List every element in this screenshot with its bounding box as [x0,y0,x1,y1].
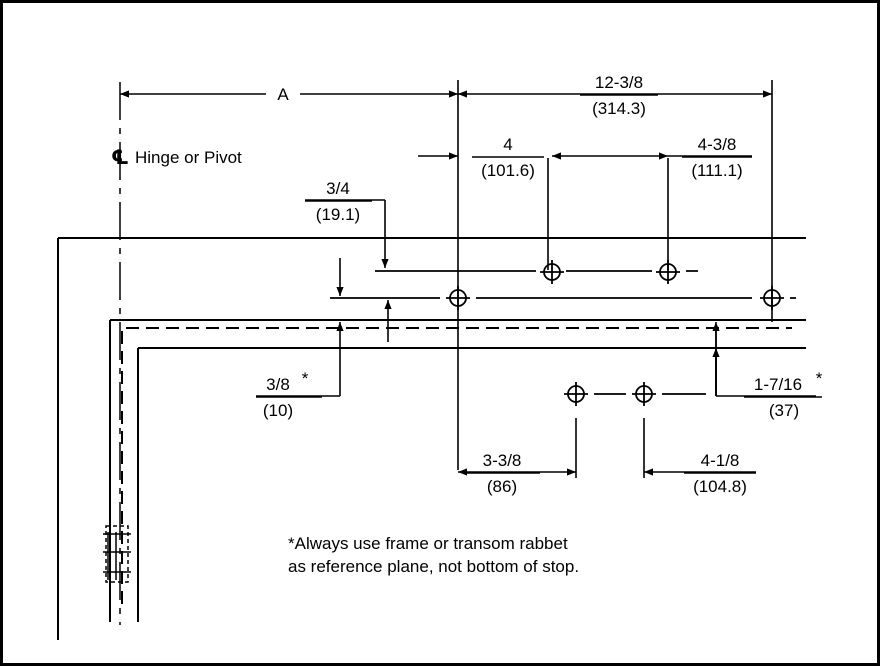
dim-4-1-8-label: 4-1/8 [701,451,740,470]
hole-4-icon [656,260,680,284]
dim-a-label: A [277,85,289,104]
dim-86-label: (86) [487,477,517,496]
hole-3-icon [540,260,564,284]
dim-1-7-16-asterisk: * [816,369,823,388]
dim-111-1-label: (111.1) [691,161,742,180]
dim-3-3-8-label: 3-3/8 [483,451,522,470]
dim-101-6-label: (101.6) [481,161,535,180]
dim-19-1-label: (19.1) [316,205,360,224]
hole-6-icon [632,382,656,406]
extension-lines [457,80,773,478]
dim-3-8-asterisk: * [302,369,309,388]
hole-2-icon [760,286,784,310]
rabbet-line [121,327,792,604]
hinge-leaf [103,525,131,583]
dim-37-label: (37) [769,401,799,420]
footnote-line-1: *Always use frame or transom rabbet [288,534,568,553]
dimension-lines [120,90,816,476]
footnote-line-2: as reference plane, not bottom of stop. [288,557,579,576]
dim-12-3-8-label: 12-3/8 [595,73,643,92]
dim-1-7-16-label: 1-7/16 [754,375,802,394]
dim-4-3-8-label: 4-3/8 [698,135,737,154]
hinge-or-pivot-label: Hinge or Pivot [135,148,242,167]
hole-5-icon [564,382,588,406]
fraction-bars [256,94,822,474]
centerline-symbol: ℄ [111,145,129,169]
dim-3-8-label: 3/8 [266,375,290,394]
hole-1-icon [446,286,470,310]
dim-104-8-label: (104.8) [693,477,747,496]
dim-10-label: (10) [263,401,293,420]
frame-outline [57,237,806,640]
dim-4-label: 4 [503,135,512,154]
dim-3-4-label: 3/4 [326,179,350,198]
dim-314-3-label: (314.3) [592,99,646,118]
